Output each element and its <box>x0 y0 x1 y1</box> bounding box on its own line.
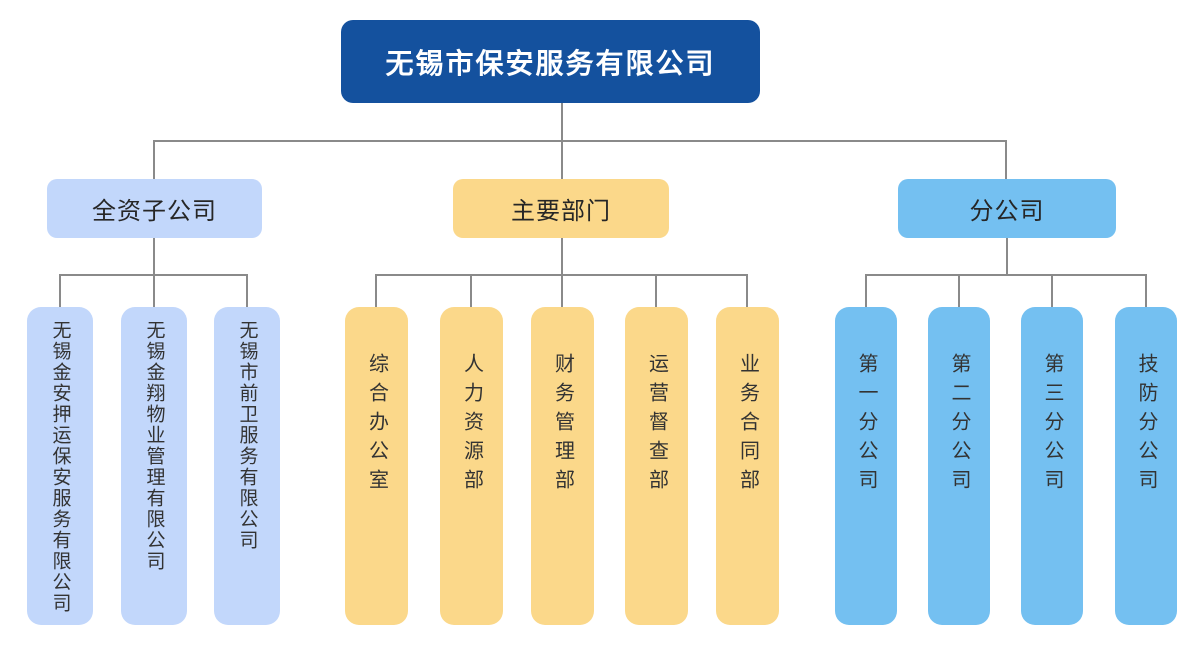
leaf-node-subsidiary-2: 无锡金翔物业管理有限公司 <box>121 307 187 625</box>
leaf-node-branch-3: 第三分公司 <box>1021 307 1083 625</box>
connector-drop-leaf <box>59 274 61 307</box>
connector-drop-branches <box>1005 140 1007 179</box>
leaf-label: 人力资源部 <box>460 353 483 498</box>
leaf-label: 第二分公司 <box>948 353 970 498</box>
connector-branches-bus <box>865 274 1147 276</box>
group-label-branches: 分公司 <box>969 198 1045 225</box>
connector-drop-leaf <box>1145 274 1147 307</box>
group-node-branches: 分公司 <box>898 179 1116 238</box>
leaf-node-subsidiary-3: 无锡市前卫服务有限公司 <box>214 307 280 625</box>
connector-drop-leaf <box>1051 274 1053 307</box>
leaf-node-branch-2: 第二分公司 <box>928 307 990 625</box>
group-label-subsidiaries: 全资子公司 <box>92 198 217 225</box>
leaf-label: 运营督查部 <box>645 353 668 498</box>
group-node-subsidiaries: 全资子公司 <box>47 179 262 238</box>
leaf-node-department-4: 运营督查部 <box>625 307 688 625</box>
leaf-node-department-3: 财务管理部 <box>531 307 594 625</box>
leaf-node-department-5: 业务合同部 <box>716 307 779 625</box>
connector-drop-leaf <box>561 274 563 307</box>
leaf-node-department-1: 综合办公室 <box>345 307 408 625</box>
connector-drop-leaf <box>655 274 657 307</box>
leaf-label: 技防分公司 <box>1135 353 1157 498</box>
connector-root-trunk <box>561 103 563 142</box>
connector-drop-leaf <box>958 274 960 307</box>
leaf-node-branch-4: 技防分公司 <box>1115 307 1177 625</box>
leaf-label: 第一分公司 <box>855 353 877 498</box>
root-company-label: 无锡市保安服务有限公司 <box>385 47 716 79</box>
leaf-node-subsidiary-1: 无锡金安押运保安服务有限公司 <box>27 307 93 625</box>
root-company-node: 无锡市保安服务有限公司 <box>341 20 760 103</box>
connector-drop-leaf <box>470 274 472 307</box>
connector-drop-leaf <box>746 274 748 307</box>
connector-drop-subsidiaries <box>153 140 155 179</box>
connector-drop-departments <box>561 140 563 179</box>
connector-drop-leaf <box>375 274 377 307</box>
leaf-label: 业务合同部 <box>736 353 759 498</box>
leaf-label: 无锡市前卫服务有限公司 <box>236 320 258 551</box>
leaf-node-branch-1: 第一分公司 <box>835 307 897 625</box>
leaf-label: 财务管理部 <box>551 353 574 498</box>
connector-level1-bus <box>153 140 1007 142</box>
group-label-departments: 主要部门 <box>511 198 611 225</box>
leaf-label: 无锡金翔物业管理有限公司 <box>143 320 165 572</box>
leaf-label: 第三分公司 <box>1041 353 1063 498</box>
leaf-node-department-2: 人力资源部 <box>440 307 503 625</box>
connector-branches-trunk <box>1006 238 1008 276</box>
connector-departments-trunk <box>561 238 563 276</box>
group-node-departments: 主要部门 <box>453 179 669 238</box>
connector-subsidiaries-trunk <box>153 238 155 276</box>
leaf-label: 无锡金安押运保安服务有限公司 <box>49 320 71 614</box>
leaf-label: 综合办公室 <box>365 353 388 498</box>
connector-drop-leaf <box>865 274 867 307</box>
connector-drop-leaf <box>153 274 155 307</box>
connector-drop-leaf <box>246 274 248 307</box>
